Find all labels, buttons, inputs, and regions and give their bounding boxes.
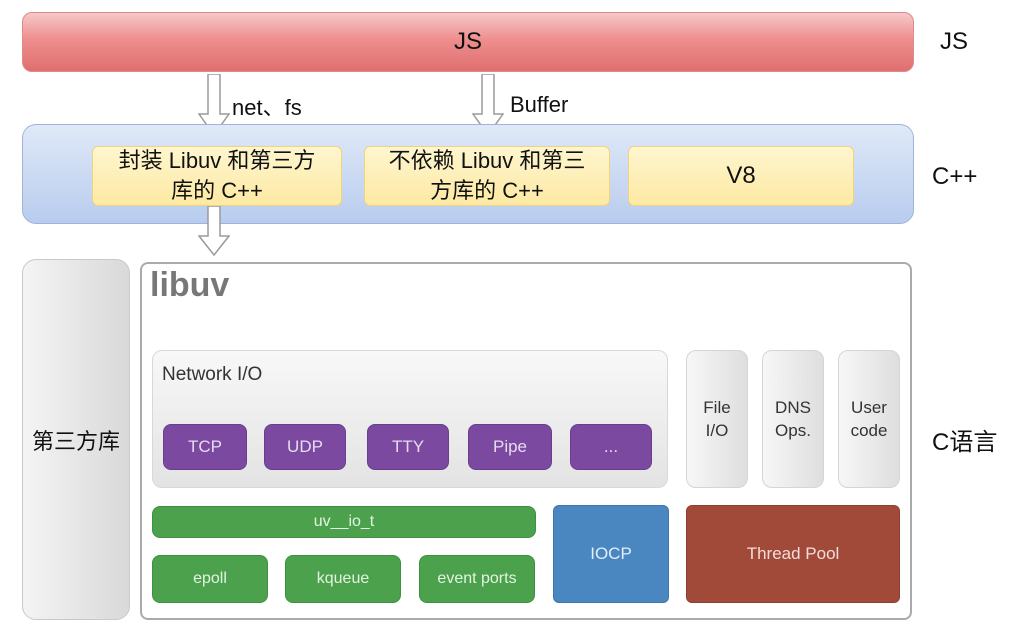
dns-ops-line2: Ops.	[775, 421, 811, 440]
js-layer-label: JS	[453, 28, 482, 55]
arrow-buffer-label: Buffer	[510, 92, 569, 117]
user-code-line1: User	[851, 398, 887, 417]
cpp-wrap-line1: 封装 Libuv 和第三方	[118, 148, 316, 173]
c-side-label: C语言	[932, 429, 998, 456]
network-item-udp: UDP	[264, 424, 346, 470]
iocp-box: IOCP	[553, 505, 669, 603]
backend-kqueue: kqueue	[285, 555, 401, 603]
dns-ops-box: DNS Ops.	[762, 350, 824, 488]
user-code-line2: code	[850, 421, 888, 440]
cpp-nodep-line1: 不依赖 Libuv 和第三	[388, 148, 586, 173]
arrow-to-libuv	[198, 206, 230, 256]
third-party-libs-box: 第三方库	[22, 259, 130, 620]
arrow-net-fs-label: net、fs	[232, 95, 302, 120]
uv-io-t-bar: uv__io_t	[152, 506, 536, 538]
network-item-pipe: Pipe	[468, 424, 552, 470]
file-io-line1: File	[703, 398, 731, 417]
backend-event-ports: event ports	[419, 555, 535, 603]
cpp-nodep-line2: 方库的 C++	[430, 178, 544, 203]
file-io-box: File I/O	[686, 350, 748, 488]
file-io-line2: I/O	[705, 421, 729, 440]
libuv-title: libuv	[150, 266, 230, 304]
thread-pool-box: Thread Pool	[686, 505, 900, 603]
backend-epoll: epoll	[152, 555, 268, 603]
network-item-more: ...	[570, 424, 652, 470]
third-party-label: 第三方库	[31, 428, 120, 454]
cpp-side-label: C++	[932, 163, 978, 190]
v8-box: V8	[628, 146, 854, 206]
js-layer-bar: JS	[22, 12, 914, 72]
network-item-tty: TTY	[367, 424, 449, 470]
network-item-tcp: TCP	[163, 424, 247, 470]
network-io-title: Network I/O	[162, 364, 263, 385]
cpp-wrap-line2: 库的 C++	[171, 178, 263, 203]
js-side-label: JS	[940, 28, 969, 55]
cpp-no-dep-box: 不依赖 Libuv 和第三 方库的 C++	[364, 146, 610, 206]
dns-ops-line1: DNS	[775, 398, 811, 417]
cpp-wrap-libuv-box: 封装 Libuv 和第三方 库的 C++	[92, 146, 342, 206]
v8-label: V8	[726, 162, 756, 189]
user-code-box: User code	[838, 350, 900, 488]
